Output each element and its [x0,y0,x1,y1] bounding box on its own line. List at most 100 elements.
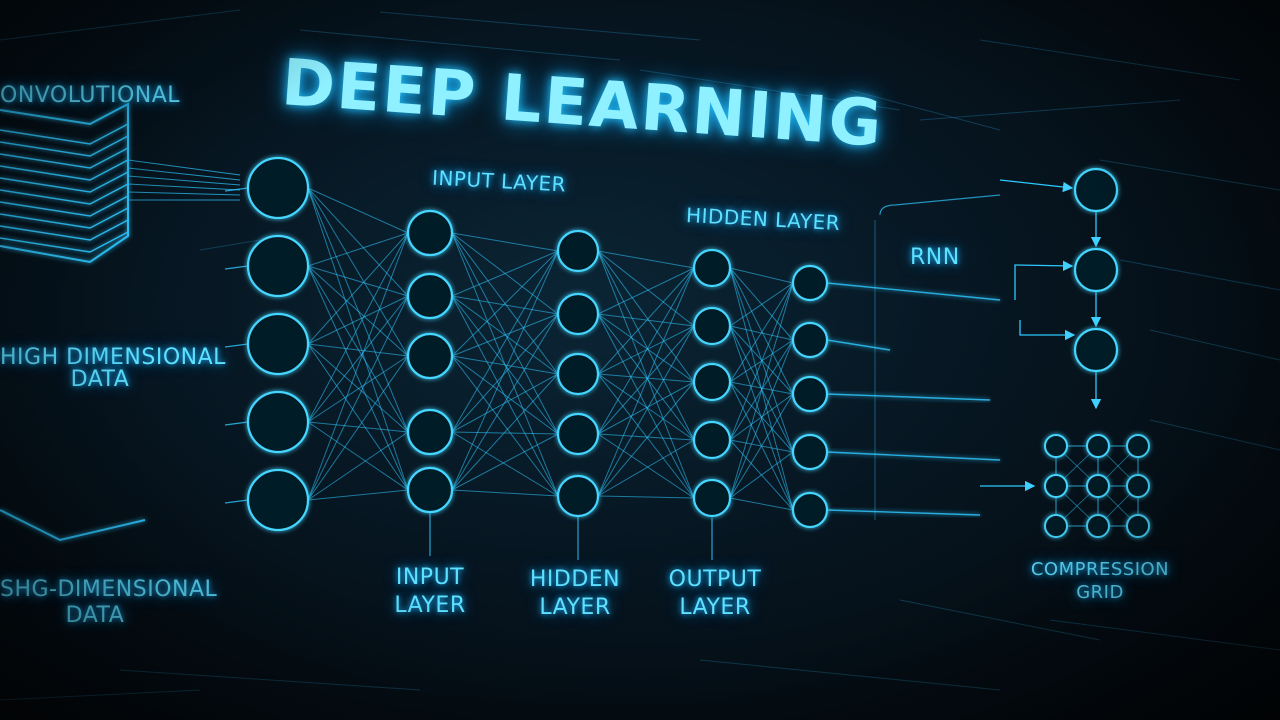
connection-line [307,187,409,234]
grid-node [1086,434,1110,458]
grid-node [1086,514,1110,538]
connection-line [597,433,695,499]
neuron-node [406,332,454,380]
label-compression: COMPRESSION [1030,559,1170,580]
neuron-node [406,209,454,257]
label-rnn: RNN [910,245,960,270]
connection-line [451,232,559,252]
output-line [826,451,1001,461]
cube-slab-line [0,171,129,193]
background-line [0,689,201,701]
label-input-layer: LAYER [394,593,466,618]
connection-line [729,282,794,383]
background-line [1099,159,1280,191]
neuron-node [246,390,310,454]
connection-line [597,439,695,497]
background-line [1119,259,1280,291]
connection-line [307,187,409,433]
connection-line [597,267,695,375]
rnn-input-arrow [999,179,1074,193]
rnn-node [1073,247,1119,293]
grid-node [1044,434,1068,458]
rnn-input-arrow [1014,260,1074,300]
connection-line [307,421,409,433]
label-high-dimensional-2-data: DATA [65,603,125,628]
neuron-node [556,292,600,336]
neuron-node [406,408,454,456]
neuron-node [246,234,310,298]
cube-slab-line [0,159,129,181]
cube-slab-line [0,207,129,229]
neuron-node [791,264,829,302]
grid-node [1126,434,1150,458]
label-input: INPUT [395,565,465,590]
connection-line [451,295,559,497]
neuron-node [791,375,829,413]
cube-slab-line [0,219,129,241]
connection-line [451,355,559,497]
connection-line [597,373,695,441]
rnn-node [1073,327,1119,373]
rnn-input-arrow [1019,320,1076,341]
grid-node [1044,514,1068,538]
neuron-node [791,433,829,471]
rnn-chain [874,167,1119,520]
input-feed-line [224,343,249,348]
neuron-node [246,312,310,376]
neuron-node [791,321,829,359]
connection-line [597,250,695,383]
connection-line [307,431,409,501]
neuron-node [692,362,732,402]
background-line [119,669,421,691]
background-line [979,39,1241,81]
connection-line [307,343,409,433]
neuron-node [556,474,600,518]
label-hidden: HIDDEN [529,567,621,592]
neuron-node [556,412,600,456]
connection-line [451,250,559,491]
convolutional-cube-icon [0,102,241,264]
connection-line [307,187,409,491]
label-high-dimensional-data: DATA [70,367,130,392]
high-dimensional-data-icon [0,400,146,542]
output-line [826,282,1001,301]
background-line [1149,419,1280,451]
network-connections [224,187,1001,560]
connection-line [451,295,559,315]
cube-slab-line [0,195,129,217]
background-line [0,9,241,41]
connection-line [729,282,794,499]
neuron-node [692,306,732,346]
background-line [899,599,1101,641]
background-line [1049,619,1280,651]
output-line [826,509,981,516]
neuron-node [406,272,454,320]
background-line [1149,329,1280,361]
label-grid: GRID [1076,582,1124,603]
connection-line [307,343,409,357]
neuron-node [692,248,732,288]
connection-line [597,381,695,435]
cube-feed-line [127,175,241,186]
grid-node [1086,474,1110,498]
cube-feed-line [127,191,241,196]
grid-node [1126,474,1150,498]
cube-slab-line [0,147,129,169]
background-line [379,11,701,41]
rnn-bracket-line [879,194,1001,216]
rnn-node [1073,167,1119,213]
connection-line [597,495,695,499]
neuron-node [556,352,600,396]
neuron-node [791,491,829,529]
label-hidden-layer: LAYER [539,595,611,620]
compression-grid [980,434,1150,538]
background-line [699,659,1001,691]
connection-line [597,267,695,315]
connection-line [729,267,794,284]
connection-line [451,313,559,357]
connection-line [451,355,559,435]
label-high-dimensional-2: SHG-DIMENSIONAL [0,577,218,602]
connection-line [307,295,409,423]
output-line [826,339,891,351]
cube-feed-line [127,167,241,181]
